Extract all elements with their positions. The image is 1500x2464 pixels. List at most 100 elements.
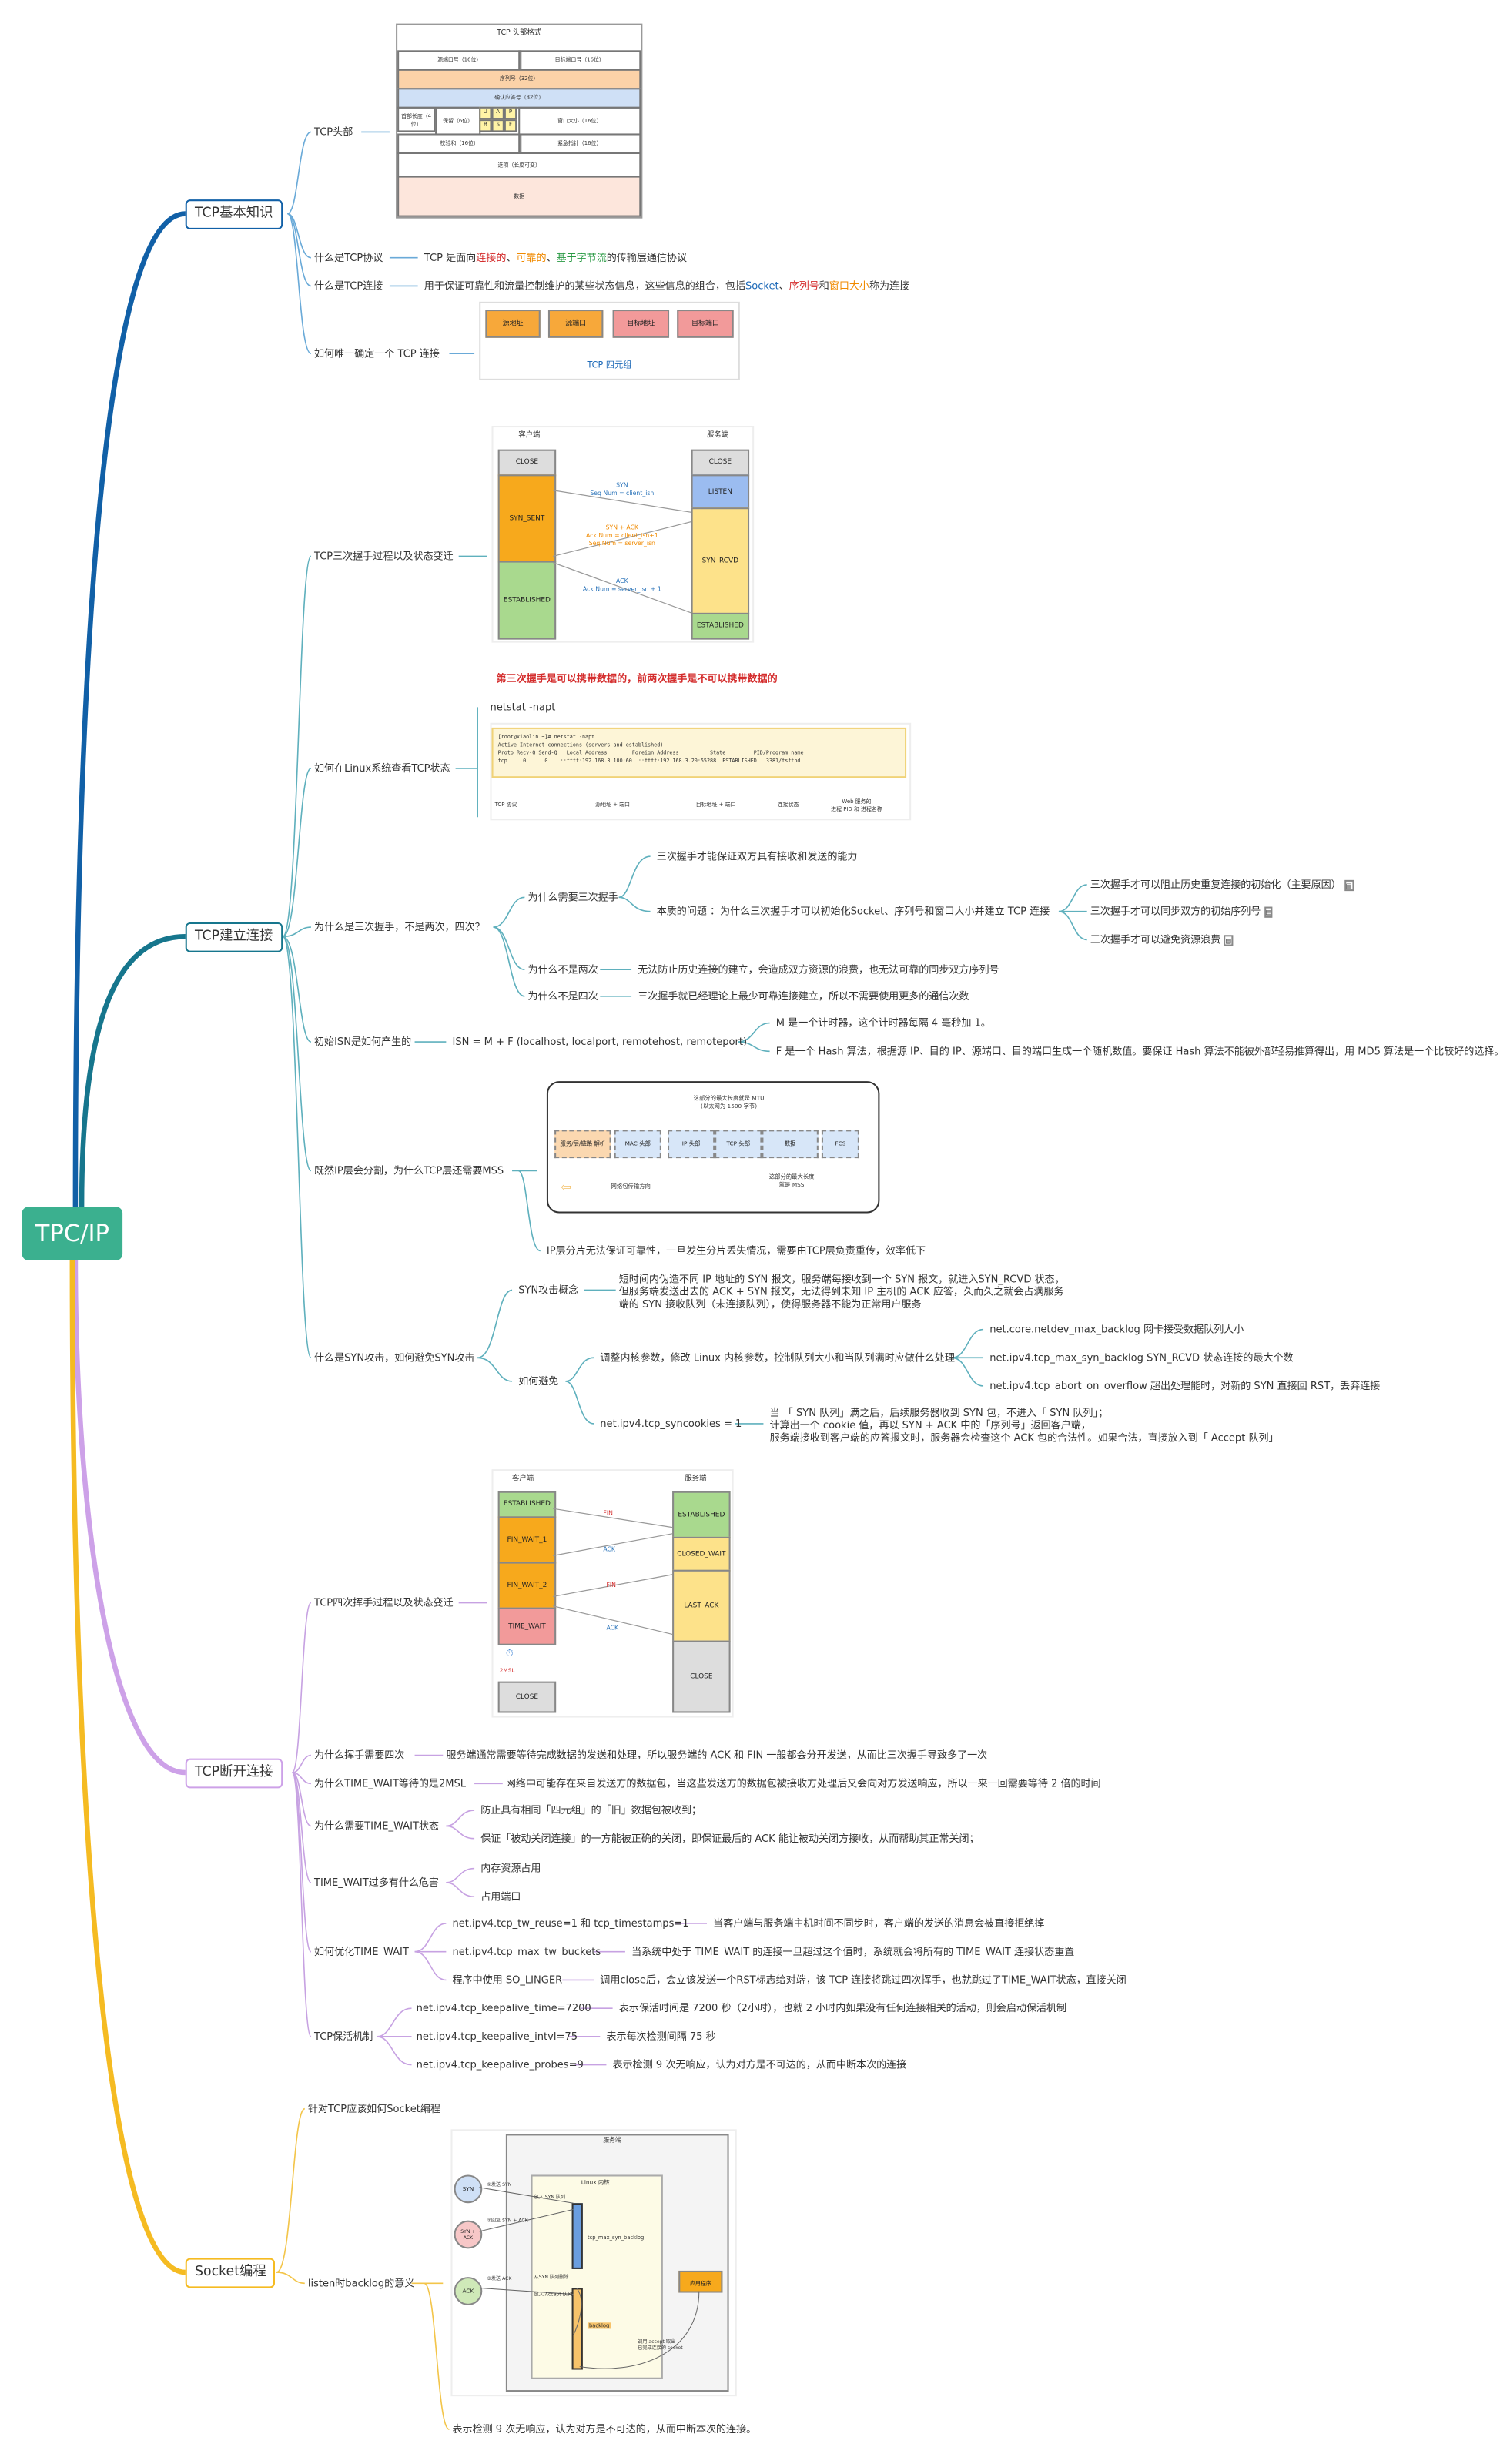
mss-note: 这部分的最大长度 就是 MSS (768, 1173, 815, 1188)
tuple-src-port: 源端口 (547, 310, 604, 338)
text-seg-orange: 可靠的 (516, 251, 547, 264)
time-wait-harm-label[interactable]: TIME_WAIT过多有什么危害 (314, 1876, 439, 1890)
wave-label[interactable]: TCP四次挥手过程以及状态变迁 (314, 1596, 454, 1609)
text-seg: 、 (778, 280, 789, 293)
why-not-four[interactable]: 为什么不是四次 (527, 989, 598, 1003)
wave-client-fin-wait-1: FIN_WAIT_1 (497, 1516, 557, 1564)
mss-block-ip: IP 头部 (668, 1130, 715, 1159)
syn-avoid-label[interactable]: 如何避免 (518, 1374, 559, 1388)
netstat-caption-foreign: 目标地址 + 端口 (695, 801, 736, 808)
src-port-cell: 源端口号（16位） (397, 50, 522, 71)
msg-line: SYN (616, 480, 628, 489)
unique-connection-question[interactable]: 如何唯一确定一个 TCP 连接 (314, 347, 440, 360)
wave-server-close: CLOSE (672, 1640, 731, 1713)
isn-label[interactable]: 初始ISN是如何产生的 (314, 1035, 412, 1049)
linux-status-label[interactable]: 如何在Linux系统查看TCP状态 (314, 762, 450, 775)
mss-block-tcp: TCP 头部 (715, 1130, 762, 1159)
note-icon[interactable]: ▤ (1264, 906, 1274, 918)
mss-label[interactable]: 既然IP层会分割，为什么TCP层还需要MSS (314, 1164, 504, 1177)
checksum-cell: 校验和（16位） (397, 133, 522, 154)
terminal-line: Active Internet connections (servers and… (497, 742, 664, 748)
options-cell: 选项（长度可变） (397, 152, 641, 178)
text-seg-green: 基于字节流 (556, 251, 607, 264)
topic-socket[interactable]: Socket编程 (185, 2258, 276, 2288)
why-not-four-answer: 三次握手就已经理论上最少可靠连接建立，所以不需要使用更多的通信次数 (638, 989, 969, 1003)
backlog-syn-node: SYN (454, 2174, 483, 2204)
text-seg-red: 连接的 (476, 251, 507, 264)
keepalive-time: net.ipv4.tcp_keepalive_time=7200 (416, 2001, 591, 2015)
note-icon[interactable]: ▤ (1224, 935, 1234, 946)
reason-avoid-waste: 三次握手才可以避免资源浪费 ▤ (1090, 933, 1234, 947)
protocol-question[interactable]: 什么是TCP协议 (314, 251, 383, 264)
terminal-line: [root@xiaolin ~]# netstat -napt (497, 734, 595, 741)
hs-server-established: ESTABLISHED (691, 612, 750, 640)
urgent-cell: 紧急指针（16位） (518, 133, 641, 154)
hs-client-close: CLOSE (497, 449, 557, 477)
note-icon[interactable]: ▤ (1344, 879, 1354, 892)
reason-sync-seq: 三次握手才可以同步双方的初始序列号 ▤ (1090, 906, 1274, 919)
syn-concept-label[interactable]: SYN攻击概念 (518, 1284, 579, 1297)
keepalive-intvl: net.ipv4.tcp_keepalive_intvl=75 (416, 2030, 578, 2044)
wave-client-established: ESTABLISHED (497, 1491, 557, 1518)
wave-server-last-ack: LAST_ACK (672, 1569, 731, 1642)
time-wait-need-label[interactable]: 为什么需要TIME_WAIT状态 (314, 1820, 439, 1833)
flag-s: S (491, 119, 504, 132)
reason-history: 三次握手才可以阻止历史重复连接的初始化（主要原因） ▤ (1090, 879, 1354, 892)
text-seg: 的传输层通信协议 (606, 251, 688, 264)
flag-r: R (479, 119, 492, 132)
wave-server-established: ESTABLISHED (672, 1491, 731, 1538)
wave-server-label: 服务端 (685, 1475, 707, 1484)
text-seg-blue: Socket (745, 280, 779, 293)
why-four-wave-label[interactable]: 为什么挥手需要四次 (314, 1749, 405, 1762)
netstat-caption-state: 连接状态 (777, 801, 799, 808)
keepalive-intvl-desc: 表示每次检测间隔 75 秒 (606, 2030, 716, 2044)
time-wait-need-answer-2: 保证「被动关闭连接」的一方能被正确的关闭，即保证最后的 ACK 能让被动关闭方接… (480, 1832, 979, 1845)
mss-block-header: 服务/层/链路 解析 (554, 1130, 611, 1159)
tcp-socket-label[interactable]: 针对TCP应该如何Socket编程 (307, 2102, 440, 2115)
why-need-three[interactable]: 为什么需要三次握手 (527, 891, 618, 904)
netstat-caption-local: 源地址 + 端口 (595, 801, 630, 808)
time-wait-optimize-label[interactable]: 如何优化TIME_WAIT (314, 1945, 409, 1958)
handshake-label[interactable]: TCP三次握手过程以及状态变迁 (314, 550, 454, 563)
topic-tcp-basic[interactable]: TCP基本知识 (185, 199, 283, 229)
opt-tw-reuse-desc: 当客户端与服务端主机时间不同步时，客户端的发送的消息会被直接拒绝掉 (713, 1917, 1045, 1930)
tuple-caption: TCP 四元组 (587, 361, 632, 371)
syn-attack-label[interactable]: 什么是SYN攻击，如何避免SYN攻击 (314, 1351, 475, 1364)
wave-msg-4: ACK (606, 1623, 619, 1632)
backlog-label[interactable]: listen时backlog的意义 (307, 2277, 415, 2290)
keepalive-probes: net.ipv4.tcp_keepalive_probes=9 (416, 2058, 584, 2071)
why-four-wave-answer: 服务端通常需要等待完成数据的发送和处理，所以服务端的 ACK 和 FIN 一般都… (446, 1749, 988, 1762)
reason-text: 三次握手才可以同步双方的初始序列号 (1090, 905, 1261, 918)
isn-formula: ISN = M + F (localhost, localport, remot… (452, 1035, 748, 1049)
syn-cookies-answer: 当 「 SYN 队列」满之后，后续服务器收到 SYN 包，不进入「 SYN 队列… (769, 1406, 1279, 1445)
netstat-command[interactable]: netstat -napt (490, 701, 556, 714)
why-not-two[interactable]: 为什么不是两次 (527, 963, 598, 976)
tcp-header-label[interactable]: TCP头部 (314, 126, 353, 139)
connection-question[interactable]: 什么是TCP连接 (314, 280, 383, 293)
backlog-ack-node: ACK (454, 2277, 483, 2305)
root-node[interactable]: TPC/IP (22, 1207, 123, 1260)
seq-cell: 序列号（32位） (397, 69, 641, 90)
mss-mtu-note: 这部分的最大长度就是 MTU (以太网为 1500 字节) (693, 1095, 765, 1110)
msg-line: ACK (615, 576, 628, 585)
hs-client-established: ESTABLISHED (497, 561, 557, 640)
wave-client-fin-wait-2: FIN_WAIT_2 (497, 1562, 557, 1609)
terminal-line: Proto Recv-Q Send-Q Local Address Foreig… (497, 749, 804, 756)
keepalive-label[interactable]: TCP保活机制 (314, 2030, 373, 2044)
why-three-way-label[interactable]: 为什么是三次握手，不是两次，四次？ (314, 920, 485, 934)
flag-a: A (491, 106, 504, 120)
topic-tcp-close[interactable]: TCP断开连接 (185, 1758, 283, 1789)
isn-f-desc: F 是一个 Hash 算法，根据源 IP、目的 IP、源端口、目的端口生成一个随… (775, 1045, 1500, 1058)
time-wait-2msl-label[interactable]: 为什么TIME_WAIT等待的是2MSL (314, 1777, 467, 1790)
topic-tcp-establish[interactable]: TCP建立连接 (185, 922, 283, 952)
note-accept-socket: 调用 accept 取出 已完成连接的 socket (638, 2338, 683, 2352)
terminal-line: tcp 0 0 ::ffff:192.168.3.100:60 ::ffff:1… (497, 757, 801, 764)
msg-line: Ack Num = server_isn + 1 (582, 584, 661, 593)
mss-answer: IP层分片无法保证可靠性，一旦发生分片丢失情况，需要由TCP层负责重传，效率低下 (546, 1244, 926, 1257)
data-cell: 数据 (397, 176, 641, 217)
wave-client-time-wait: TIME_WAIT (497, 1607, 557, 1645)
reason-text: 三次握手才可以阻止历史重复连接的初始化（主要原因） (1090, 878, 1341, 892)
flag-f: F (504, 119, 517, 132)
